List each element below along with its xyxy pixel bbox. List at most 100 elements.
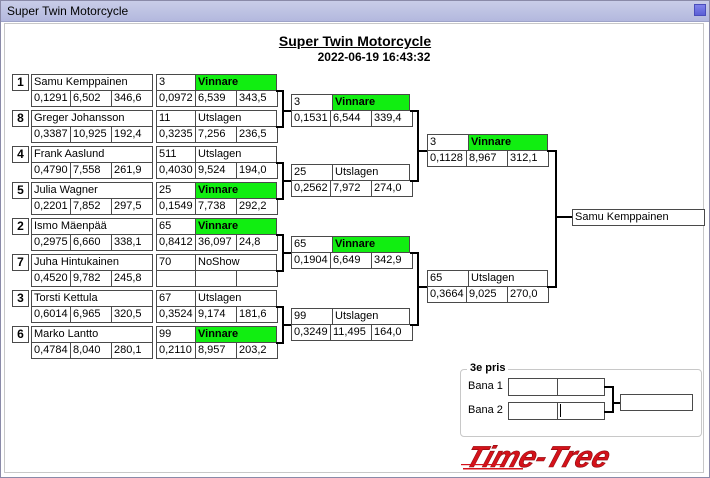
heat-speed: 164,0 <box>371 324 413 341</box>
bracket-line <box>276 162 283 164</box>
bracket-line <box>410 324 418 326</box>
heat-num[interactable]: 3 <box>291 94 333 111</box>
bracket-line <box>417 150 427 152</box>
heat-time-a <box>156 270 196 287</box>
heat-num[interactable]: 65 <box>427 270 469 287</box>
rider-seed: 8 <box>12 110 29 127</box>
heat-num[interactable]: 3 <box>156 74 196 91</box>
rider-speed: 192,4 <box>111 126 153 143</box>
heat-time-a: 0,1549 <box>156 198 196 215</box>
rider-time-a: 0,4790 <box>31 162 71 179</box>
rider-name[interactable]: Greger Johansson <box>31 110 153 127</box>
rider-time-a: 0,2201 <box>31 198 71 215</box>
heat-speed: 270,0 <box>507 286 549 303</box>
bracket-line <box>410 252 418 254</box>
bracket-line <box>276 342 283 344</box>
rider-time-b: 6,660 <box>70 234 112 251</box>
bracket-line <box>417 252 419 326</box>
bracket-line <box>276 198 283 200</box>
content-frame <box>4 23 704 473</box>
heat-status: Utslagen <box>332 164 410 181</box>
bracket-line <box>417 110 419 182</box>
heat-num[interactable]: 67 <box>156 290 196 307</box>
third-lane1-status[interactable] <box>557 378 605 396</box>
heat-time-b: 11,495 <box>330 324 372 341</box>
heat-time-b: 7,972 <box>330 180 372 197</box>
rider-speed: 245,8 <box>111 270 153 287</box>
rider-time-b: 9,782 <box>70 270 112 287</box>
heat-num[interactable]: 70 <box>156 254 196 271</box>
heat-status: Vinnare <box>195 74 277 91</box>
heat-time-b: 8,957 <box>195 342 237 359</box>
third-lane2-num[interactable] <box>508 402 558 420</box>
rider-name[interactable]: Torsti Kettula <box>31 290 153 307</box>
heat-time-a: 0,1531 <box>291 110 331 127</box>
heat-time-b: 9,174 <box>195 306 237 323</box>
heat-num[interactable]: 65 <box>156 218 196 235</box>
heat-num[interactable]: 3 <box>427 134 469 151</box>
heat-time-a: 0,3249 <box>291 324 331 341</box>
heat-num[interactable]: 65 <box>291 236 333 253</box>
rider-name[interactable]: Samu Kemppainen <box>31 74 153 91</box>
heat-time-a: 0,8412 <box>156 234 196 251</box>
heat-num[interactable]: 99 <box>156 326 196 343</box>
heat-time-b: 9,524 <box>195 162 237 179</box>
rider-name[interactable]: Marko Lantto <box>31 326 153 343</box>
heat-time-b: 7,738 <box>195 198 237 215</box>
heat-time-a: 0,1904 <box>291 252 331 269</box>
heat-status: Vinnare <box>332 94 410 111</box>
heat-time-a: 0,0972 <box>156 90 196 107</box>
page-title: Super Twin Motorcycle <box>278 33 432 49</box>
bracket-line <box>282 110 291 112</box>
rider-speed: 346,6 <box>111 90 153 107</box>
heat-status: Vinnare <box>332 236 410 253</box>
rider-speed: 261,9 <box>111 162 153 179</box>
champion-name[interactable]: Samu Kemppainen <box>572 209 705 226</box>
heat-num[interactable]: 99 <box>291 308 333 325</box>
rider-time-b: 7,852 <box>70 198 112 215</box>
rider-time-a: 0,2975 <box>31 234 71 251</box>
heat-num[interactable]: 11 <box>156 110 196 127</box>
window-title: Super Twin Motorcycle <box>7 4 129 18</box>
heat-speed: 236,5 <box>236 126 278 143</box>
heat-time-b: 6,649 <box>330 252 372 269</box>
heat-speed: 342,9 <box>371 252 413 269</box>
rider-speed: 338,1 <box>111 234 153 251</box>
rider-time-b: 6,502 <box>70 90 112 107</box>
rider-name[interactable]: Julia Wagner <box>31 182 153 199</box>
heat-time-b: 6,544 <box>330 110 372 127</box>
third-place-group <box>460 369 702 437</box>
rider-seed: 1 <box>12 74 29 91</box>
bracket-line <box>276 234 283 236</box>
third-lane1-num[interactable] <box>508 378 558 396</box>
heat-status: Vinnare <box>195 218 277 235</box>
heat-speed: 292,2 <box>236 198 278 215</box>
bracket-line <box>276 306 283 308</box>
heat-time-a: 0,3235 <box>156 126 196 143</box>
heat-status: Vinnare <box>468 134 548 151</box>
rider-name[interactable]: Ismo Mäenpää <box>31 218 153 235</box>
page-datetime: 2022-06-19 16:43:32 <box>317 50 431 64</box>
bracket-line <box>282 180 291 182</box>
title-bar[interactable]: Super Twin Motorcycle <box>1 1 709 22</box>
third-place-winner-box[interactable] <box>620 394 693 411</box>
rider-time-b: 10,925 <box>70 126 112 143</box>
heat-time-b <box>195 270 237 287</box>
heat-num[interactable]: 511 <box>156 146 196 163</box>
heat-status: Utslagen <box>195 146 277 163</box>
third-lane2-status[interactable] <box>557 402 605 420</box>
rider-time-b: 7,558 <box>70 162 112 179</box>
rider-name[interactable]: Juha Hintukainen <box>31 254 153 271</box>
heat-num[interactable]: 25 <box>156 182 196 199</box>
rider-time-b: 8,040 <box>70 342 112 359</box>
rider-time-a: 0,6014 <box>31 306 71 323</box>
close-icon[interactable] <box>694 4 706 16</box>
heat-status: Utslagen <box>468 270 548 287</box>
rider-speed: 320,5 <box>111 306 153 323</box>
heat-speed: 203,2 <box>236 342 278 359</box>
rider-name[interactable]: Frank Aaslund <box>31 146 153 163</box>
heat-num[interactable]: 25 <box>291 164 333 181</box>
rider-time-a: 0,1291 <box>31 90 71 107</box>
bracket-line <box>410 180 418 182</box>
